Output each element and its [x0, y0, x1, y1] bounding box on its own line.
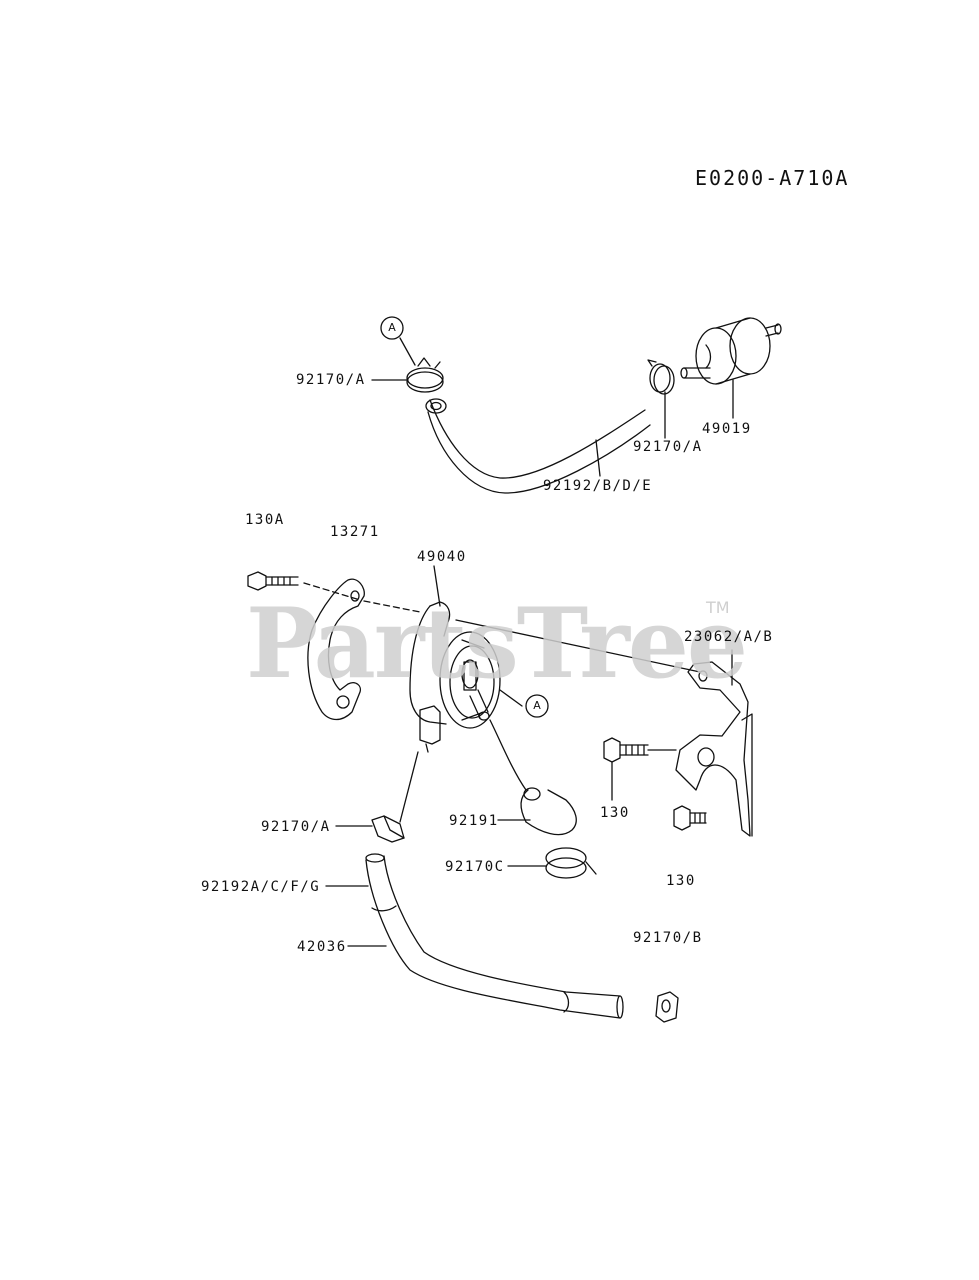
watermark-trademark: TM	[706, 598, 730, 617]
leader-pump-to-clamp	[399, 751, 419, 823]
short-hose-92191	[489, 719, 577, 836]
top-hose-92192	[425, 398, 651, 494]
clamp-92170b	[655, 991, 679, 1023]
fuel-pump-49040	[409, 601, 501, 753]
assembly-axis-line	[303, 582, 421, 613]
label-clamp-mid-left[interactable]: 92170/A	[261, 819, 331, 835]
leader-marker-a1	[399, 337, 416, 366]
ref-marker-a1: A	[388, 321, 396, 334]
ref-marker-a1-circle	[380, 316, 404, 340]
watermark-text: PartsTree	[246, 587, 748, 700]
gasket-13271	[307, 578, 365, 721]
top-right-clamp-92170a	[647, 359, 675, 395]
leader-pump	[433, 565, 441, 607]
label-hose-short[interactable]: 92191	[449, 813, 499, 829]
label-hose-long[interactable]: 92192A/C/F/G	[201, 879, 321, 895]
pump-to-bracket-line	[455, 619, 701, 673]
label-bolt-130a[interactable]: 130A	[245, 512, 285, 528]
long-hose-92192a	[365, 853, 624, 1019]
label-pipe[interactable]: 42036	[297, 939, 347, 955]
clamp-92170a-mid	[371, 815, 405, 843]
diagram-code: E0200-A710A	[695, 166, 850, 190]
bolt-130a	[247, 571, 299, 591]
label-gasket[interactable]: 13271	[330, 524, 380, 540]
label-clamp-top-left[interactable]: 92170/A	[296, 372, 366, 388]
ref-marker-a2-circle	[525, 694, 549, 718]
label-pump[interactable]: 49040	[417, 549, 467, 565]
label-bracket[interactable]: 23062/A/B	[684, 629, 774, 645]
fuel-filter-49019	[680, 317, 782, 385]
pipe-42036	[563, 991, 570, 1013]
clamp-92170c	[545, 847, 597, 879]
leader-hose-top	[595, 439, 601, 477]
ref-marker-a2: A	[533, 699, 541, 712]
leader-marker-a2	[499, 689, 523, 707]
label-bolt-130-lower[interactable]: 130	[666, 873, 696, 889]
label-bolt-130-upper[interactable]: 130	[600, 805, 630, 821]
label-clamp-b[interactable]: 92170/B	[633, 930, 703, 946]
label-hose-top[interactable]: 92192/B/D/E	[543, 478, 653, 494]
top-left-clamp-92170a	[406, 357, 444, 393]
bolt-130-upper	[603, 737, 649, 763]
bolt-130-lower	[673, 805, 707, 831]
label-clamp-c[interactable]: 92170C	[445, 859, 505, 875]
bracket-23062	[675, 661, 753, 837]
label-filter[interactable]: 49019	[702, 421, 752, 437]
label-clamp-top-right[interactable]: 92170/A	[633, 439, 703, 455]
